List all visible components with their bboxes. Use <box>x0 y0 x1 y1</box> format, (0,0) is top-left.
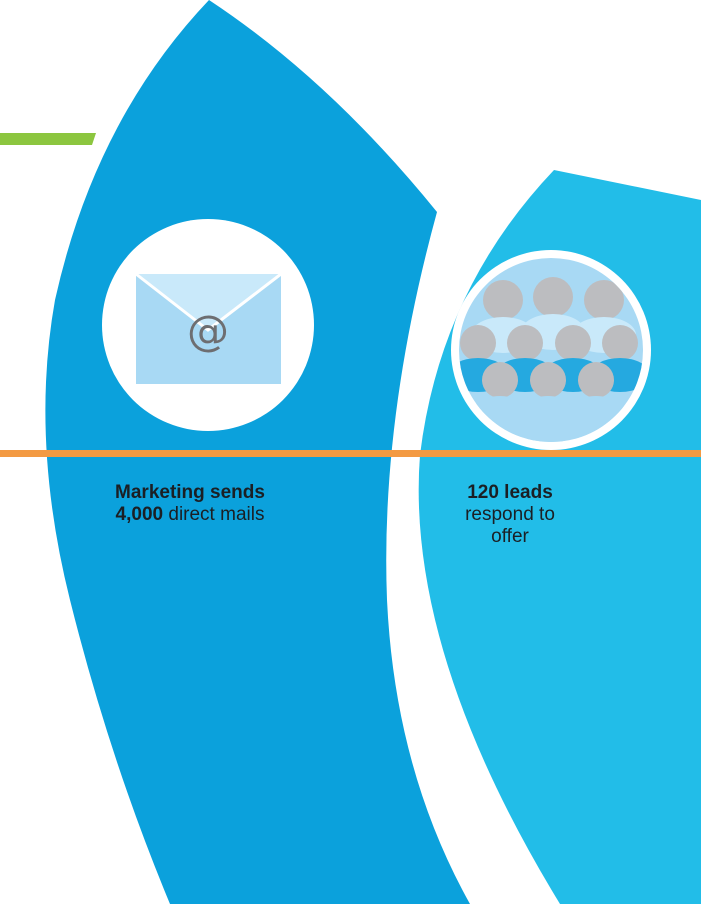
at-sign: @ <box>187 306 229 355</box>
stage-2-line3: offer <box>491 526 529 547</box>
orange-baseline <box>0 450 701 457</box>
stage-2-caption: 120 leads respond to offer <box>420 482 600 548</box>
people-crowd-icon <box>451 250 651 450</box>
green-accent-line <box>0 133 96 145</box>
stage-2-line2: respond to <box>465 504 555 525</box>
envelope-at-icon: @ <box>102 219 314 431</box>
stage-2-value: 120 leads <box>467 482 553 503</box>
stage-1-text: direct mails <box>168 504 265 525</box>
stage-1-caption: Marketing sends 4,000 direct mails <box>80 482 300 526</box>
stage-1-title: Marketing sends <box>115 482 265 503</box>
stage-1-value: 4,000 <box>115 504 164 525</box>
